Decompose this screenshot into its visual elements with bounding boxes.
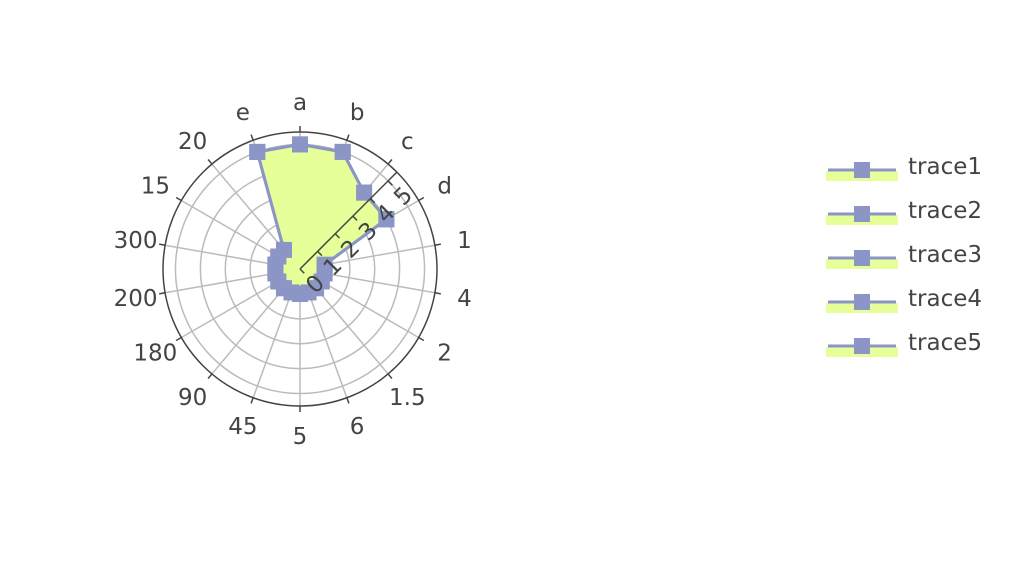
legend-label: trace2 (908, 198, 982, 224)
traces (249, 136, 395, 302)
legend-label: trace5 (908, 330, 982, 356)
angular-tick (418, 336, 425, 342)
legend-marker-swatch (854, 206, 870, 222)
data-point-marker (378, 211, 395, 228)
angular-tick (207, 373, 213, 380)
angular-tick-label: 6 (350, 414, 365, 440)
legend-swatch-icon (826, 206, 898, 225)
data-point-marker (356, 184, 373, 201)
legend-item-trace3[interactable]: trace3 (826, 236, 1016, 280)
angular-tick-label: c (401, 129, 414, 155)
legend-item-trace2[interactable]: trace2 (826, 192, 1016, 236)
angular-tick (387, 373, 393, 380)
angular-tick-label: 1 (457, 228, 472, 254)
angular-tick (434, 243, 441, 246)
radial-tick (299, 268, 305, 274)
legend-marker-swatch (854, 250, 870, 266)
angular-tick-label: 180 (133, 341, 177, 367)
radial-tick (387, 180, 393, 186)
angular-tick-label: a (293, 90, 307, 116)
angular-tick-label: 2 (437, 341, 452, 367)
legend-item-trace5[interactable]: trace5 (826, 324, 1016, 368)
radial-tick (369, 198, 376, 204)
angular-tick (434, 292, 441, 295)
legend-item-trace1[interactable]: trace1 (826, 148, 1016, 192)
angular-tick (159, 243, 166, 246)
angular-tick-label: 4 (457, 286, 472, 312)
angular-tick-label: 45 (228, 414, 257, 440)
angular-tick (175, 196, 182, 202)
legend-marker-swatch (854, 162, 870, 178)
legend-swatch-icon (826, 162, 898, 181)
angular-tick (387, 158, 393, 165)
angular-tick-label: 20 (178, 129, 207, 155)
radial-tick (352, 215, 358, 221)
angular-tick-label: 15 (141, 174, 170, 200)
angular-tick-label: 90 (178, 385, 207, 411)
angular-tick (159, 292, 166, 295)
radial-axis-line (299, 171, 398, 270)
angular-tick-label: 1.5 (389, 385, 426, 411)
angular-tick (346, 397, 350, 404)
angular-tick-label: b (350, 100, 365, 126)
legend-marker-swatch (854, 294, 870, 310)
data-point-marker (275, 241, 292, 258)
angular-tick (346, 134, 350, 141)
radial-tick (334, 233, 340, 239)
angular-tick-label: 300 (114, 228, 158, 254)
radial-tick (317, 250, 323, 257)
series-trace5 (249, 136, 395, 302)
data-point-marker (292, 136, 308, 153)
angular-tick (250, 397, 254, 404)
angular-tick (207, 158, 213, 165)
legend-swatch-icon (826, 250, 898, 269)
legend-item-trace4[interactable]: trace4 (826, 280, 1016, 324)
angular-tick (418, 196, 425, 202)
legend-swatch-icon (826, 294, 898, 313)
angular-tick-label: 200 (114, 286, 158, 312)
angular-tick-label: 5 (293, 424, 308, 450)
legend-label: trace1 (908, 154, 982, 180)
angular-tick (175, 336, 182, 342)
legend-label: trace3 (908, 242, 982, 268)
legend-marker-swatch (854, 338, 870, 354)
data-point-marker (334, 143, 351, 160)
angular-tick (250, 134, 254, 141)
angular-tick-label: e (236, 100, 250, 126)
legend-swatch-icon (826, 338, 898, 357)
data-point-marker (249, 143, 266, 160)
legend-label: trace4 (908, 286, 982, 312)
angular-tick-label: d (437, 174, 452, 200)
legend: trace1 trace2 trace3 trace4 trace5 (826, 148, 1016, 368)
